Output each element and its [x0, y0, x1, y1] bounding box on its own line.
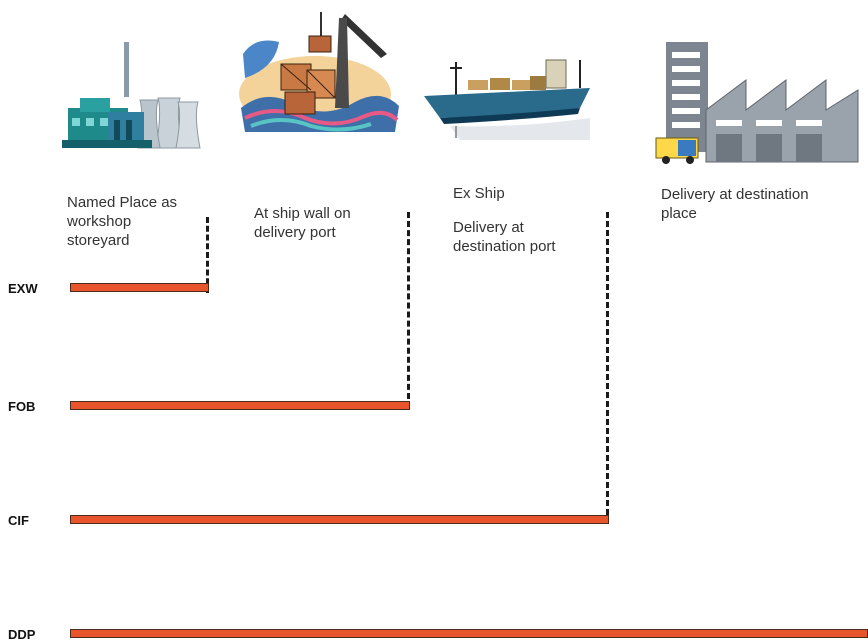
caption-line: workshop [67, 213, 132, 230]
cargo-ship-icon [420, 48, 595, 140]
caption-workshop: Named Place as workshop storeyard [67, 193, 177, 250]
caption-line: destination port [453, 238, 556, 255]
caption-line: delivery port [254, 224, 336, 241]
caption-line: Delivery at destination [661, 186, 809, 203]
term-bar-cif [70, 515, 609, 524]
caption-line: Named Place as [67, 194, 178, 211]
caption-line: Delivery at [453, 219, 524, 236]
term-label-fob: FOB [8, 399, 36, 414]
handover-line-destination-port [606, 212, 609, 524]
term-bar-ddp [70, 629, 868, 638]
caption-line: At ship wall on [254, 205, 351, 222]
handover-line-workshop [206, 217, 209, 293]
caption-ex-ship: Ex Ship [453, 184, 505, 203]
caption-ship-wall: At ship wall on delivery port [254, 204, 351, 242]
term-bar-fob [70, 401, 410, 410]
term-label-cif: CIF [8, 513, 29, 528]
caption-destination-port: Delivery at destination port [453, 218, 556, 256]
handover-line-ship-wall [407, 212, 410, 408]
factory-icon [60, 40, 210, 150]
caption-destination-place: Delivery at destination place [661, 185, 809, 223]
term-label-ddp: DDP [8, 627, 36, 642]
caption-line: Ex Ship [453, 185, 505, 202]
crane-icon [235, 8, 405, 136]
caption-line: place [661, 205, 697, 222]
warehouse-icon [652, 40, 862, 165]
term-bar-exw [70, 283, 209, 292]
term-label-exw: EXW [8, 281, 38, 296]
caption-line: storeyard [67, 232, 130, 249]
